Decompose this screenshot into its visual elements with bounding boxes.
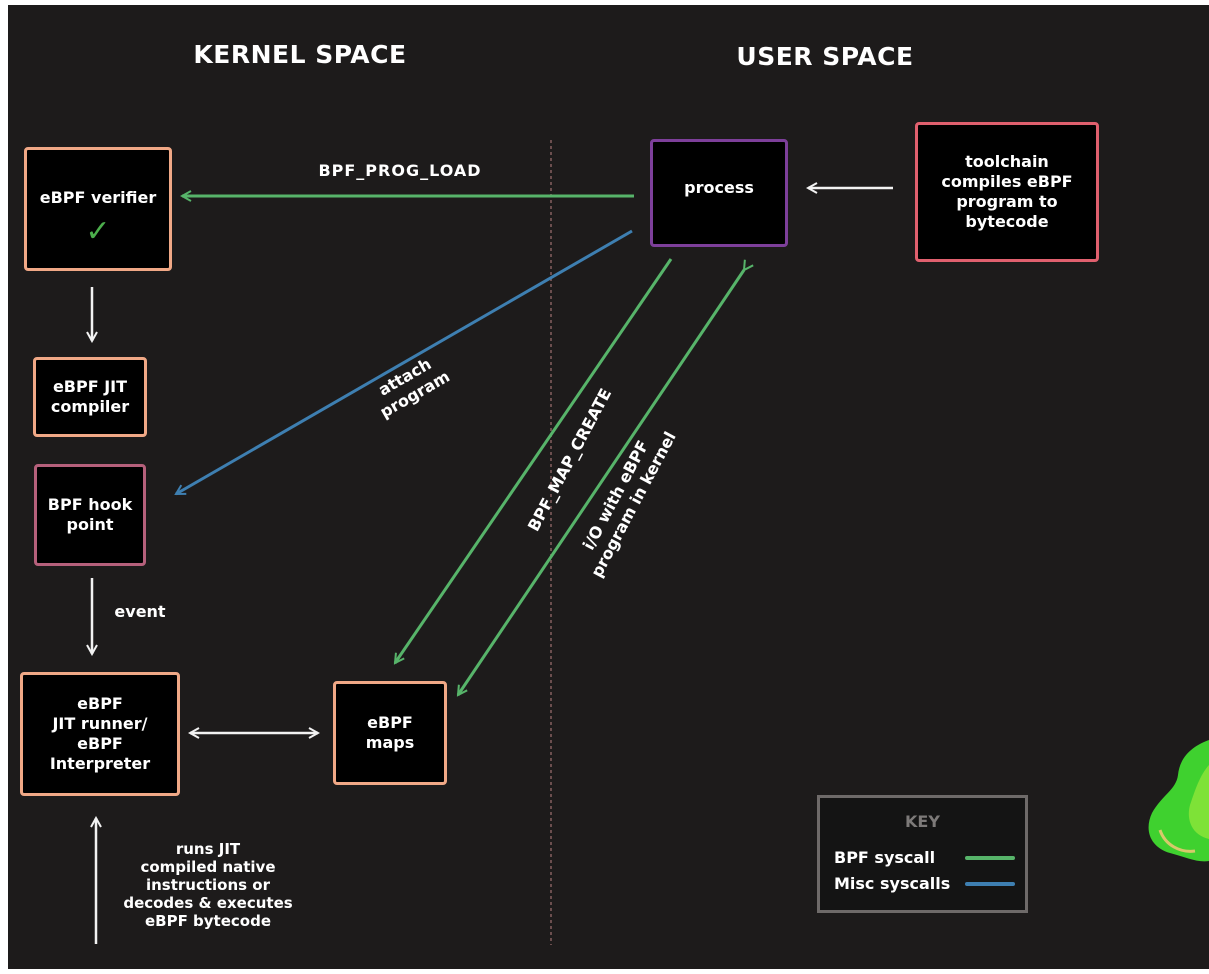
process-label: process [684,178,754,197]
legend-misc-syscalls-label: Misc syscalls [834,874,951,893]
green-blob-decoration [1148,740,1209,862]
jit-compiler-label: eBPF JIT compiler [50,377,130,416]
kernel-space-heading: KERNEL SPACE [193,40,407,69]
legend-title: KEY [905,812,940,831]
runs-jit-label: runs JIT compiled native instructions or… [123,840,293,930]
io-arrow [456,270,744,695]
ebpf-verifier-label: eBPF verifier [39,188,157,207]
legend-bpf-syscall-swatch [965,856,1015,860]
legend: KEY BPF syscall Misc syscalls [817,795,1028,913]
toolchain-label: toolchain compiles eBPF program to bytec… [941,152,1073,231]
user-space-heading: USER SPACE [736,42,914,71]
jit-runner-label: eBPF JIT runner/ eBPF Interpreter [49,694,151,773]
hook-point-label: BPF hook point [47,495,133,534]
process-node: process [650,139,788,247]
jit-compiler-node: eBPF JIT compiler [33,357,147,437]
ebpf-maps-label: eBPF maps [365,713,415,752]
jit-runner-node: eBPF JIT runner/ eBPF Interpreter [20,672,180,796]
checkmark-icon: ✓ [85,214,111,249]
legend-misc-syscalls-swatch [965,882,1015,886]
toolchain-node: toolchain compiles eBPF program to bytec… [915,122,1099,262]
ebpf-maps-node: eBPF maps [333,681,447,785]
prog-load-label: BPF_PROG_LOAD [318,161,482,180]
ebpf-verifier-node: eBPF verifier [24,147,172,271]
hook-point-node: BPF hook point [34,464,146,566]
event-label: event [114,602,166,621]
legend-bpf-syscall-label: BPF syscall [834,848,936,867]
